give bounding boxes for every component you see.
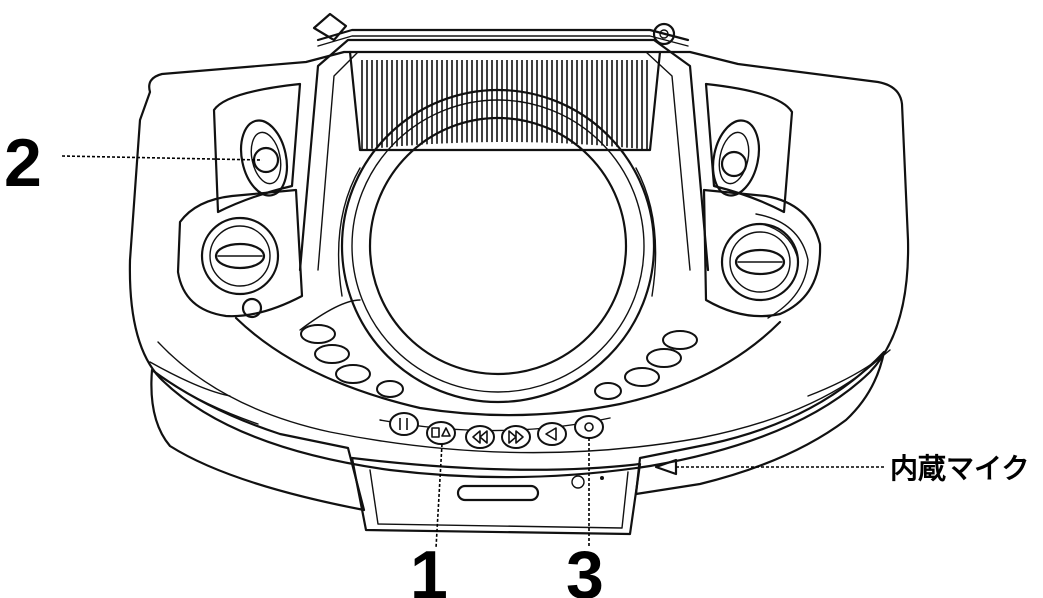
right-button-group[interactable] (594, 330, 698, 400)
leader-lines (61, 155, 886, 549)
right-controls (702, 82, 822, 319)
indicator-led (241, 297, 263, 319)
tuning-knob[interactable] (720, 222, 800, 302)
stop-eject-button[interactable] (426, 421, 456, 445)
button-panel (234, 299, 782, 449)
record-button[interactable] (574, 415, 604, 439)
cd-lid (298, 38, 710, 272)
speaker-grille (361, 60, 648, 150)
transport-buttons[interactable] (389, 412, 604, 449)
cassette-window (456, 484, 540, 502)
fast-forward-button[interactable] (501, 425, 531, 449)
volume-knob[interactable] (200, 216, 280, 296)
callout-2: 2 (4, 125, 42, 201)
callout-3: 3 (566, 537, 604, 598)
callout-mic-label: 内蔵マイク (890, 452, 1029, 485)
band-selector-knob[interactable] (720, 150, 748, 178)
callout-1: 1 (410, 537, 448, 598)
rewind-button[interactable] (465, 425, 495, 449)
play-button[interactable] (537, 422, 567, 446)
bottom-section (150, 350, 886, 536)
antenna (312, 12, 690, 47)
left-button-group[interactable] (300, 324, 404, 398)
main-body (128, 50, 910, 479)
pause-button[interactable] (389, 412, 419, 436)
left-controls (176, 82, 304, 319)
cd-window (337, 88, 657, 404)
